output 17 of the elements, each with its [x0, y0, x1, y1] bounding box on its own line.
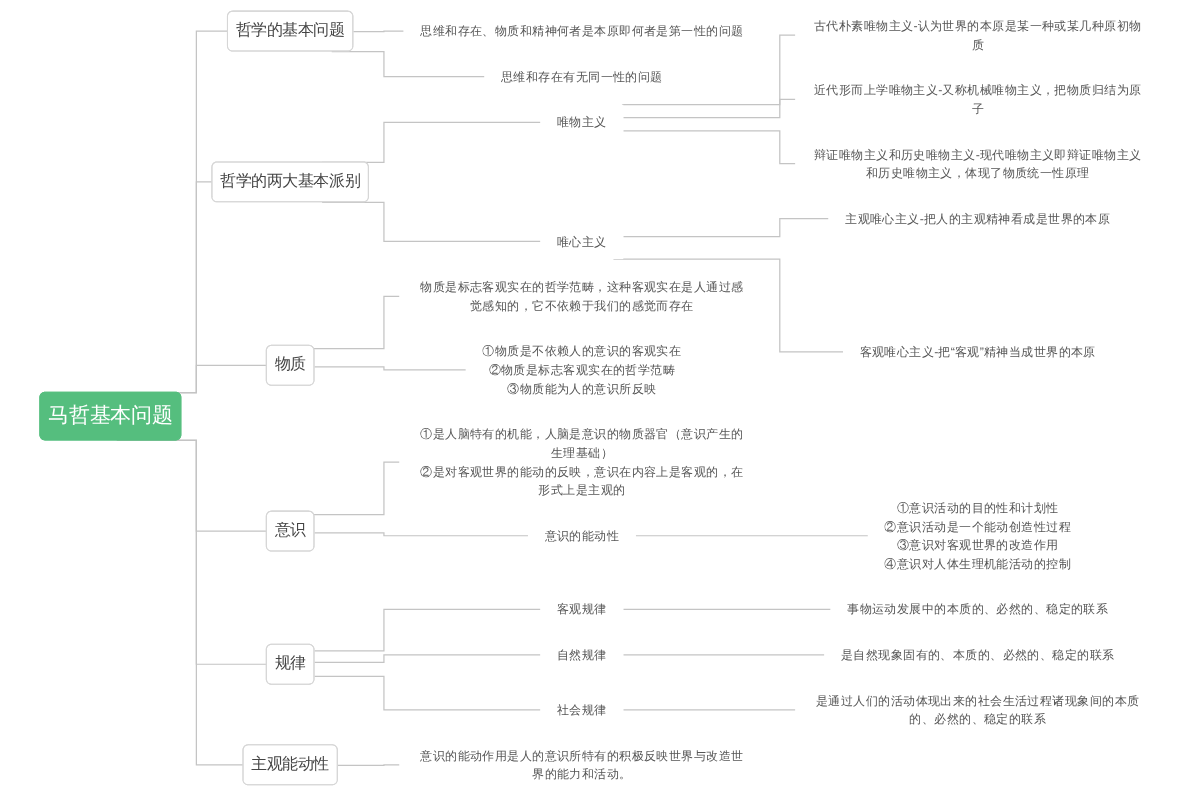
- connector: [313, 532, 529, 537]
- connector: [622, 130, 796, 165]
- connector: [622, 709, 796, 711]
- connector: [313, 461, 401, 516]
- connector: [635, 535, 869, 537]
- connector: [622, 218, 830, 238]
- connector: [313, 366, 467, 371]
- connector: [622, 654, 825, 656]
- connector: [313, 675, 542, 711]
- connector: [313, 654, 542, 663]
- connector: [313, 295, 401, 350]
- connector: [313, 608, 542, 652]
- connector: [337, 764, 401, 766]
- connector: [621, 34, 796, 106]
- connector: [622, 98, 796, 119]
- connector: [622, 608, 832, 610]
- connector: [352, 30, 405, 33]
